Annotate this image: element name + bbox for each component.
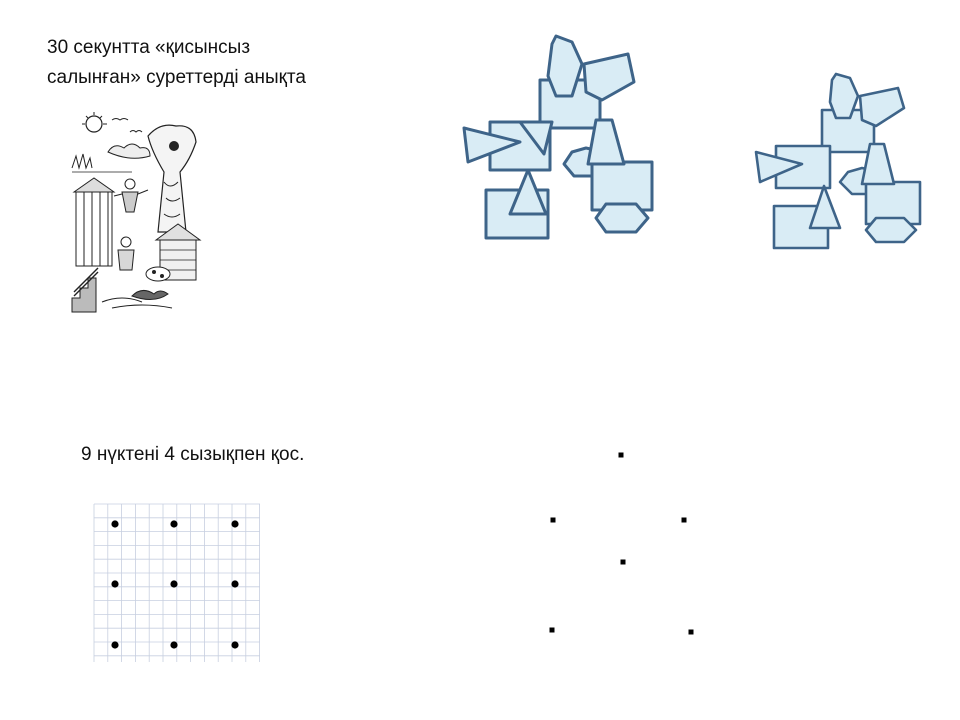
shape-cluster-complete: [462, 34, 654, 240]
nine-dot-grid: [93, 503, 261, 662]
shapes-group-2: [754, 72, 922, 250]
graph-paper-lines: [93, 503, 261, 662]
hexagon-shape: [864, 216, 918, 244]
triangle-shape: [754, 150, 804, 184]
trapezoid-shape: [860, 142, 896, 186]
scatter-dot: [688, 629, 694, 635]
pentagon-shape: [858, 86, 906, 128]
grid-dot: [231, 580, 239, 588]
grid-dot: [170, 580, 178, 588]
scatter-dot: [549, 627, 555, 633]
puzzle-1-caption: 30 секунтта «қисынсыз салынған» суреттер…: [47, 37, 306, 88]
grid-dot: [111, 520, 119, 528]
puzzle-2-caption: 9 нүктені 4 сызықпен қос.: [81, 444, 305, 465]
pentagon-shape: [582, 52, 636, 102]
tall-hexagon-shape: [546, 34, 584, 98]
sun-drawing: [85, 115, 103, 133]
scatter-dot: [618, 452, 624, 458]
scatter-dot: [620, 559, 626, 565]
trapezoid-shape: [586, 118, 626, 166]
cloud-drawing: [107, 143, 151, 159]
scatter-dot: [681, 517, 687, 523]
shapes-group-1: [462, 34, 654, 240]
grid-dot: [170, 641, 178, 649]
scatter-dots-group: [549, 452, 694, 635]
triangle-shape: [808, 184, 842, 230]
grid-dot: [111, 641, 119, 649]
scattered-dots: [549, 452, 694, 635]
triangle-shape: [462, 126, 522, 164]
shape-cluster-incomplete: [754, 72, 922, 250]
grid-dot: [170, 520, 178, 528]
illogical-picture: [71, 112, 202, 314]
grid-dots: [111, 520, 239, 649]
scatter-dot: [550, 517, 556, 523]
triangle-shape: [508, 168, 548, 216]
grid-dot: [111, 580, 119, 588]
triangle-shape: [518, 120, 554, 156]
hexagon-shape: [594, 202, 650, 234]
tree-drawing: [147, 124, 197, 233]
grid-dot: [231, 641, 239, 649]
tall-hexagon-shape: [828, 72, 860, 120]
square-shape: [864, 180, 922, 226]
grid-dot: [231, 520, 239, 528]
